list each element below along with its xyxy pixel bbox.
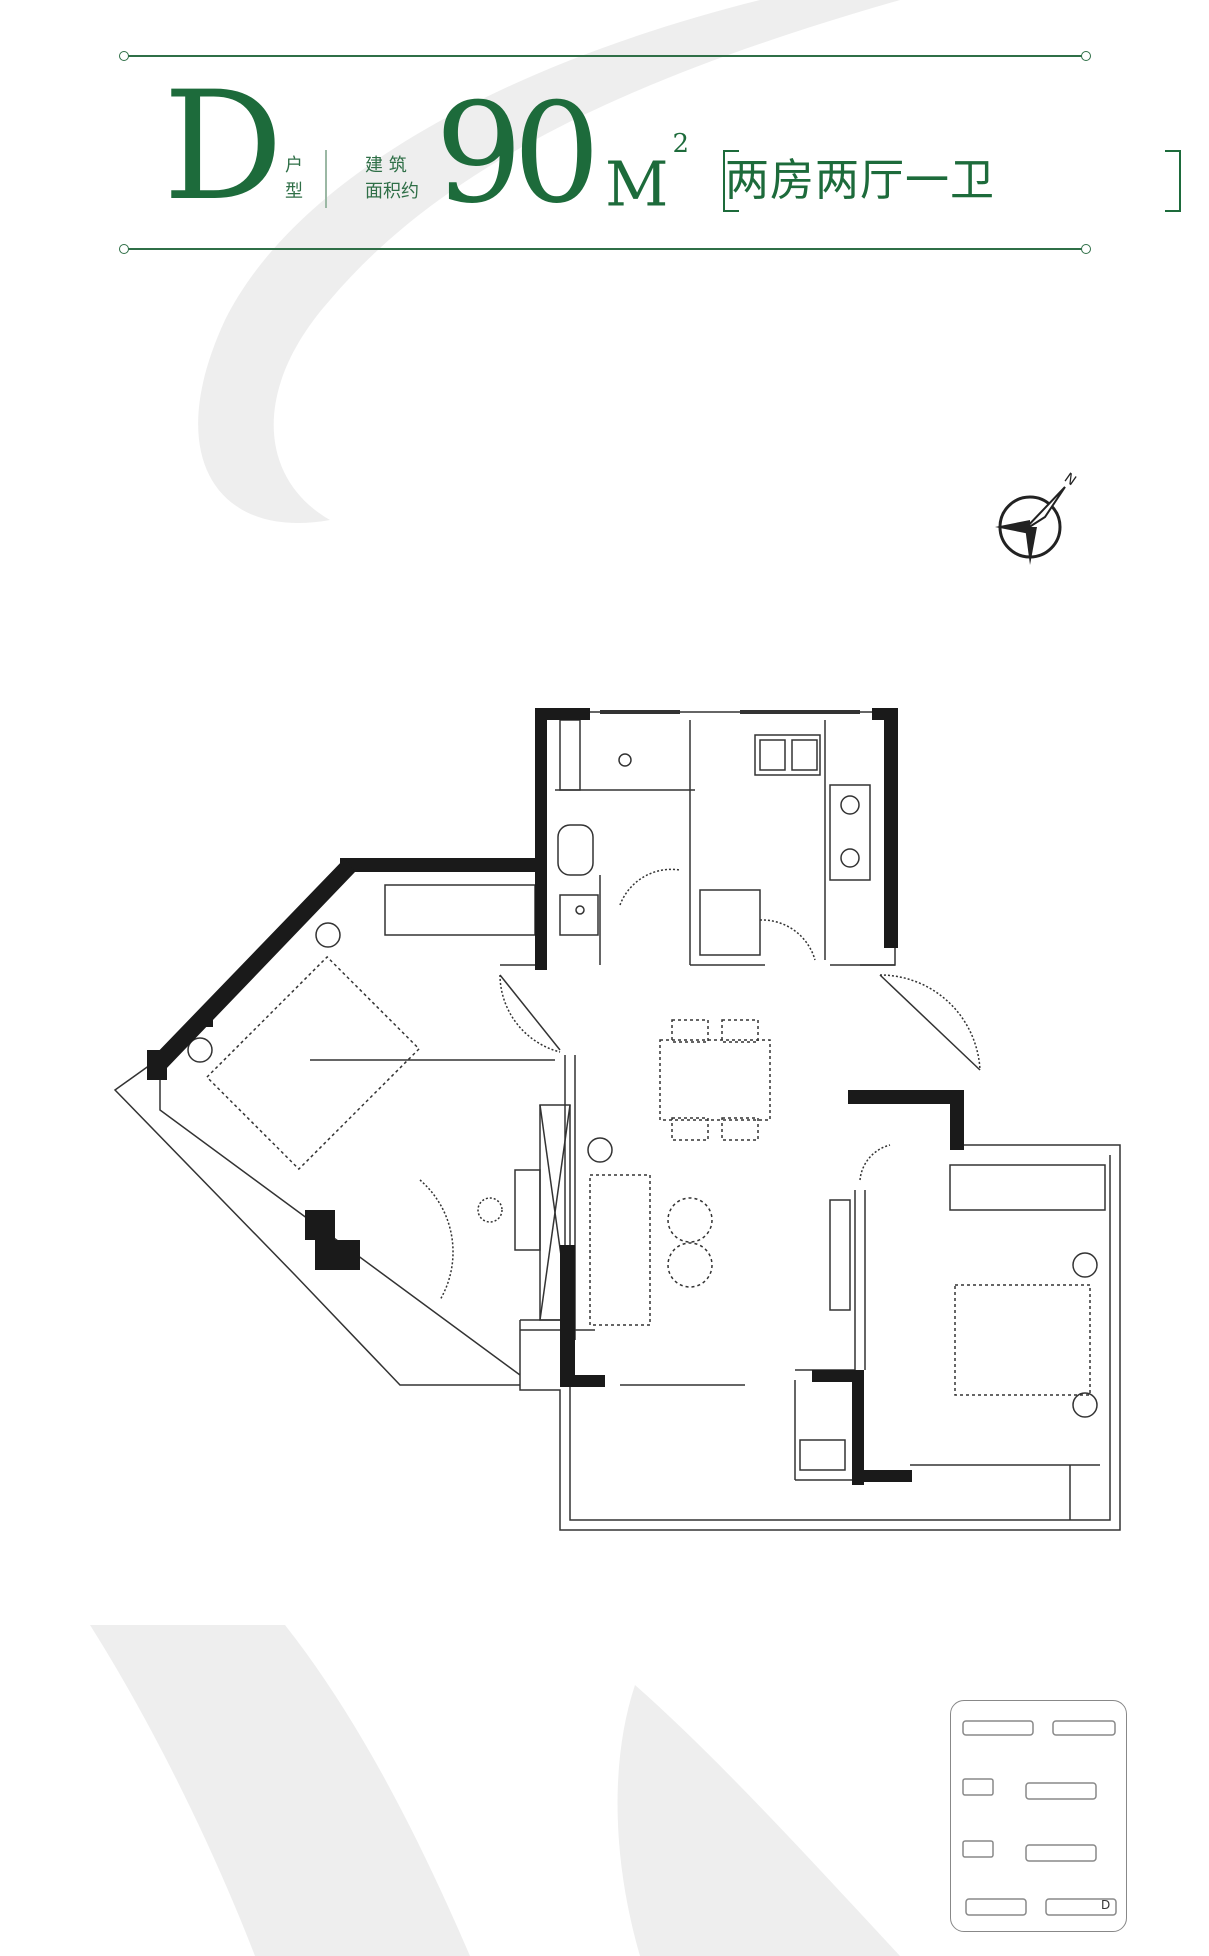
key-plan: D — [950, 1700, 1127, 1932]
bracket-left — [723, 150, 739, 212]
unit-type-letter: D — [163, 60, 283, 234]
unit-type-label: 户 型 — [285, 153, 303, 205]
area-label-line1: 建 筑 — [365, 155, 407, 176]
bottom-divider — [119, 244, 1091, 254]
top-divider — [119, 51, 1091, 61]
structural-walls — [147, 708, 964, 1485]
compass-icon: N — [995, 470, 1079, 565]
header-separator — [325, 150, 327, 208]
key-plan-map-icon — [962, 1720, 1117, 1916]
key-plan-unit-marker: D — [1101, 1898, 1111, 1912]
area-label-line2: 面积约 — [365, 181, 419, 202]
area-value: 90 — [435, 73, 601, 234]
area-unit: M2 — [605, 129, 690, 221]
unit-label-line1: 户 — [285, 155, 303, 176]
unit-label-line2: 型 — [285, 181, 303, 202]
area-label: 建 筑 面积约 — [365, 153, 419, 205]
bracket-right — [1165, 150, 1181, 212]
layout-type: 两房两厅一卫 — [725, 155, 995, 206]
unit-header: D 户 型 建 筑 面积约 90 M2 两房两厅一卫 — [119, 50, 1181, 255]
